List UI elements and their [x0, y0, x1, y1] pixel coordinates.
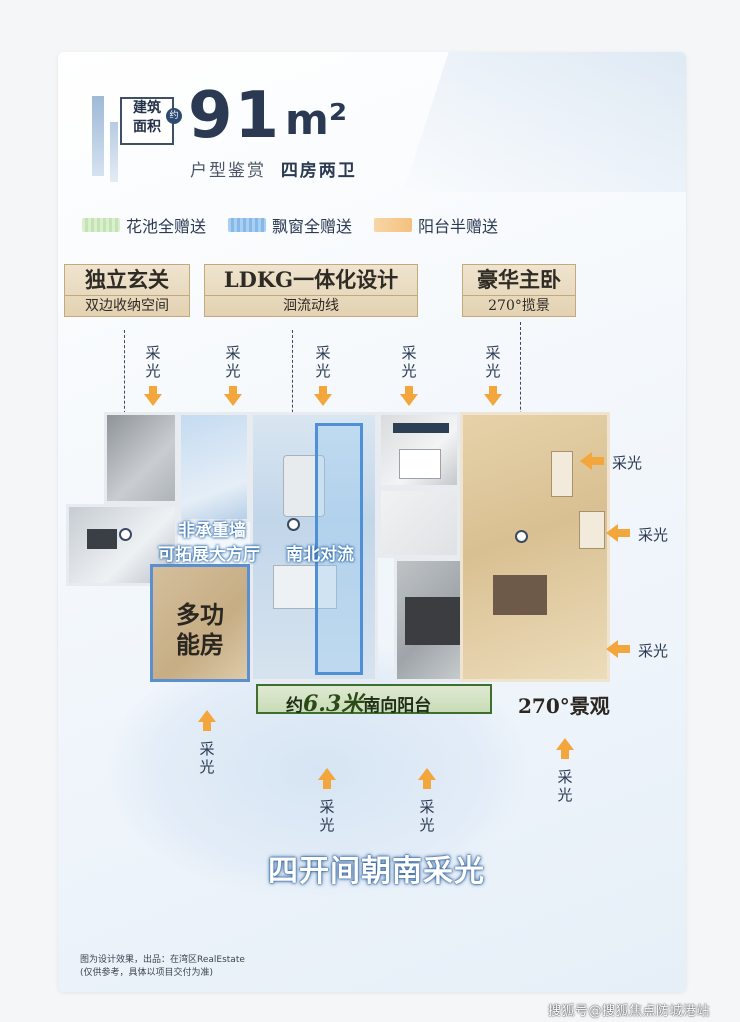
tag-master-bedroom: 豪华主卧 270°揽景 — [462, 264, 576, 317]
light-label: 采光 — [485, 344, 501, 380]
light-arrow-icon — [606, 640, 630, 658]
light-arrow-icon — [556, 738, 574, 759]
light-arrow-icon — [400, 386, 418, 406]
window-icon — [579, 511, 605, 549]
window-icon — [393, 423, 449, 433]
multi-room-label-1: 多功 — [176, 600, 224, 629]
legend-item-flowerbed: 花池全赠送 — [82, 213, 206, 237]
subtitle-right: 四房两卫 — [280, 161, 357, 181]
legend-swatch-blue — [228, 218, 267, 232]
room-multi-purpose — [150, 564, 250, 682]
marker-dot — [515, 530, 528, 543]
convection-arrow-icon — [315, 423, 363, 675]
tag-ldkg: LDKG一体化设计 洄流动线 — [204, 264, 418, 317]
room-entrance — [104, 412, 178, 504]
footnote: 图为设计效果，出品：在湾区RealEstate (仅供参考，具体以项目交付为准) — [80, 954, 245, 980]
balcony-bar — [256, 684, 492, 714]
bed-icon — [405, 597, 461, 645]
sofa-icon — [273, 565, 337, 609]
tv-icon — [87, 529, 117, 549]
area-value: 91 — [188, 79, 282, 153]
area-label-box: 建筑 面积 — [120, 97, 174, 145]
view-270-label: 270°景观 — [518, 694, 610, 718]
window-icon — [551, 451, 573, 497]
room-hall — [66, 504, 178, 586]
light-arrow-icon — [224, 386, 242, 406]
light-arrow-icon — [484, 386, 502, 406]
convection-note: 南北对流 — [286, 545, 354, 565]
tag-subtitle: 洄流动线 — [205, 295, 417, 316]
legend: 花池全赠送 飘窗全赠送 阳台半赠送 — [82, 214, 520, 236]
decorative-bar — [110, 122, 118, 182]
light-arrow-icon — [314, 386, 332, 406]
legend-label: 花池全赠送 — [126, 217, 207, 236]
watermark: 搜狐号@搜狐焦点防城港站 — [548, 1004, 711, 1019]
light-label: 采光 — [145, 344, 161, 380]
light-label: 采光 — [319, 798, 335, 834]
area-label-line1: 建筑 — [133, 100, 161, 116]
area-unit: m² — [285, 95, 348, 144]
tag-entrance: 独立玄关 双边收纳空间 — [64, 264, 190, 317]
decorative-bar — [92, 96, 104, 176]
light-label: 采光 — [401, 344, 417, 380]
light-label: 采光 — [638, 526, 669, 544]
balcony-suffix: 南向阳台 — [363, 696, 432, 716]
light-label: 采光 — [225, 344, 241, 380]
room-kitchen — [178, 412, 250, 522]
room-bath-2 — [378, 488, 460, 558]
balcony-label: 约6.3米南向阳台 — [286, 686, 431, 718]
light-label: 采光 — [638, 642, 669, 660]
dining-table-icon — [283, 455, 325, 517]
light-arrow-icon — [606, 524, 630, 542]
footnote-line1: 图为设计效果，出品：在湾区RealEstate — [80, 955, 245, 965]
tag-subtitle: 双边收纳空间 — [65, 295, 189, 316]
light-label: 采光 — [199, 740, 215, 776]
approx-badge: 约 — [166, 108, 182, 124]
balcony-length: 6.3米 — [303, 691, 364, 717]
marker-dot — [287, 518, 300, 531]
non-load-wall-note: 非承重墙 — [178, 521, 246, 541]
tag-title: 豪华主卧 — [477, 267, 561, 292]
bed-icon — [493, 575, 547, 615]
subtitle-left: 户型鉴赏 — [190, 161, 266, 181]
light-label: 采光 — [612, 454, 643, 472]
legend-item-baywindow: 飘窗全赠送 — [228, 213, 352, 237]
bed-icon — [399, 449, 441, 479]
legend-swatch-orange — [374, 218, 413, 232]
floor-plan — [66, 412, 618, 742]
tag-subtitle: 270°揽景 — [463, 295, 575, 316]
light-label: 采光 — [419, 798, 435, 834]
legend-swatch-green — [82, 218, 120, 232]
light-arrow-icon — [418, 768, 436, 789]
light-label: 采光 — [557, 768, 573, 804]
legend-item-balcony: 阳台半赠送 — [374, 213, 498, 237]
page-subtitle: 户型鉴赏 四房两卫 — [190, 156, 357, 181]
room-bedroom-2 — [378, 412, 460, 488]
area-label-line2: 面积 — [133, 119, 161, 135]
decorative-swoosh — [403, 52, 686, 192]
tag-title: LDKG一体化设计 — [223, 267, 399, 292]
legend-label: 飘窗全赠送 — [272, 217, 353, 236]
balcony-prefix: 约 — [286, 696, 303, 716]
light-arrow-icon — [580, 452, 604, 470]
light-arrow-icon — [318, 768, 336, 789]
slogan: 四开间朝南采光 — [268, 854, 485, 889]
room-living-dining — [250, 412, 378, 682]
footnote-line2: (仅供参考，具体以项目交付为准) — [80, 968, 214, 978]
legend-label: 阳台半赠送 — [418, 217, 499, 236]
marker-dot — [119, 528, 132, 541]
multi-room-label-2: 能房 — [176, 630, 224, 659]
light-arrow-icon — [198, 710, 216, 731]
tag-title: 独立玄关 — [85, 267, 169, 292]
light-label: 采光 — [315, 344, 331, 380]
expand-hall-note: 可拓展大方厅 — [158, 545, 260, 565]
light-arrow-icon — [144, 386, 162, 406]
